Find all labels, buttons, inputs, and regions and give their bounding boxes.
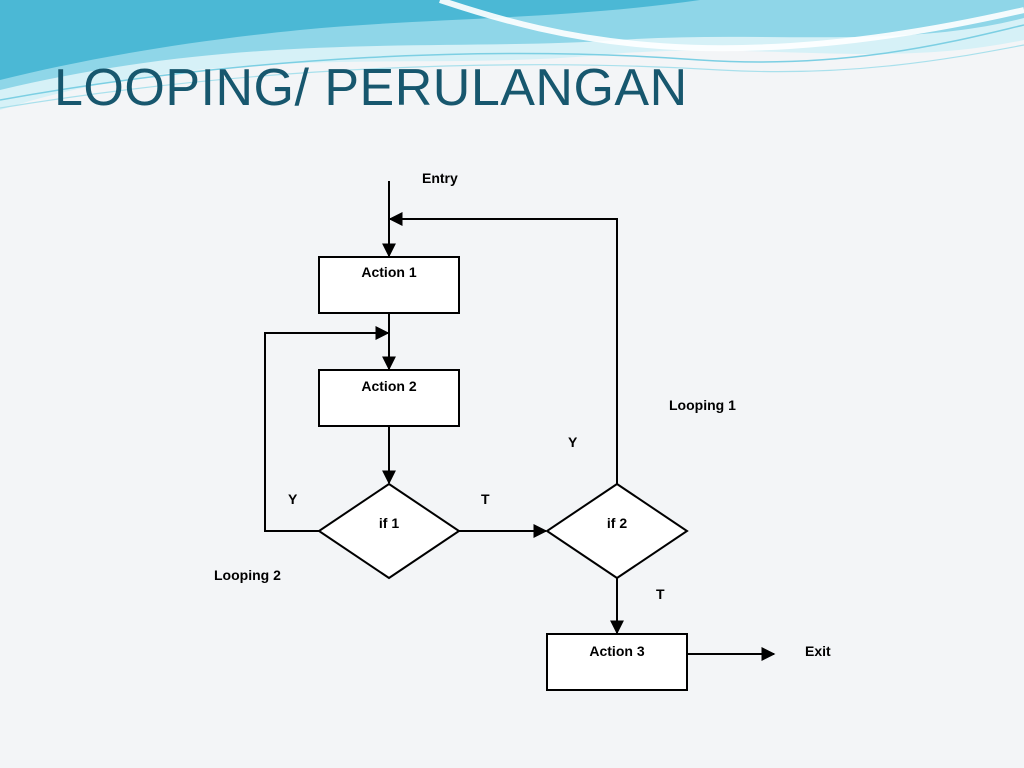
action3-label: Action 3 bbox=[589, 643, 644, 659]
wave-front bbox=[0, 0, 700, 80]
action1-box bbox=[318, 256, 460, 314]
looping2-label: Looping 2 bbox=[214, 567, 281, 583]
if1-label: if 1 bbox=[379, 515, 399, 531]
if2-no-label: T bbox=[656, 586, 665, 602]
flowchart-labels: Entry Action 1 Action 2 if 1 if 2 Action… bbox=[214, 170, 831, 659]
action1-label: Action 1 bbox=[361, 264, 416, 280]
looping2-arrow bbox=[264, 326, 390, 532]
wave-highlight bbox=[439, 0, 1024, 52]
wave-line-2 bbox=[0, 44, 1024, 109]
if2-yes-label: Y bbox=[568, 434, 578, 450]
looping1-arrow bbox=[388, 212, 618, 484]
slide-title: LOOPING/ PERULANGAN bbox=[54, 59, 688, 117]
exit-label: Exit bbox=[805, 643, 831, 659]
if1-diamond bbox=[317, 482, 461, 580]
if1-no-label: T bbox=[481, 491, 490, 507]
header-waves bbox=[0, 0, 1024, 110]
if2-diamond bbox=[545, 482, 689, 580]
entry-label: Entry bbox=[422, 170, 458, 186]
if1-yes-label: Y bbox=[288, 491, 298, 507]
action2-label: Action 2 bbox=[361, 378, 416, 394]
flowchart bbox=[264, 181, 776, 691]
wave-line-1 bbox=[0, 24, 1024, 101]
looping1-label: Looping 1 bbox=[669, 397, 736, 413]
if2-label: if 2 bbox=[607, 515, 627, 531]
